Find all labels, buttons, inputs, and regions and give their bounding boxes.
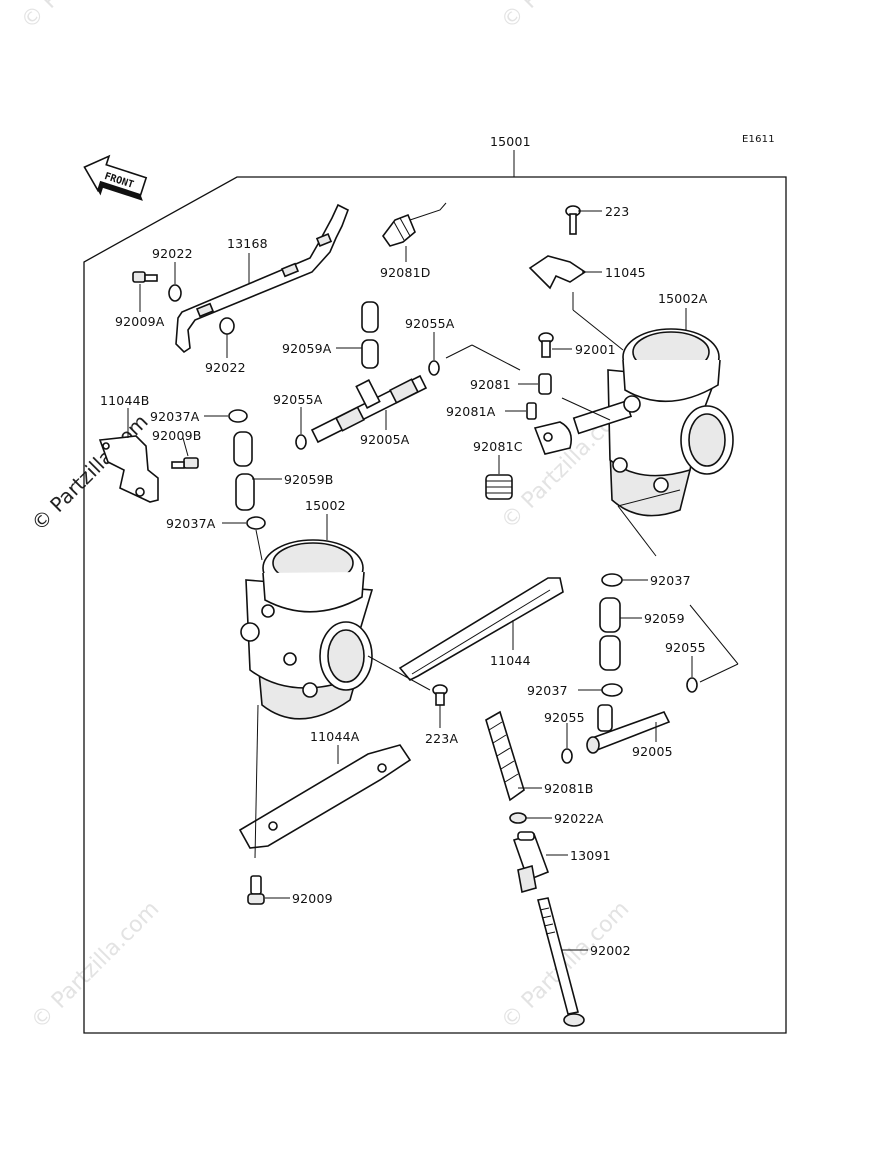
- spring-92081: [538, 373, 552, 395]
- tube-92059B: [233, 431, 255, 511]
- screw-92009: [247, 875, 265, 905]
- label-92059: 92059: [644, 611, 685, 626]
- watermark-bottom-left: © Partzilla.com: [27, 897, 165, 1035]
- label-92005: 92005: [632, 744, 673, 759]
- bar-11044: [398, 577, 564, 681]
- label-92081: 92081: [470, 377, 511, 392]
- label-11045: 11045: [605, 265, 646, 280]
- screw-223: [565, 205, 581, 235]
- watermarks: © Partzilla.com © Partzilla.com © Partzi…: [17, 0, 635, 1034]
- label-92022-bottom: 92022: [205, 360, 246, 375]
- link-plate-13168: [175, 203, 350, 354]
- label-92037A-bottom: 92037A: [166, 516, 216, 531]
- label-92037A-top: 92037A: [150, 409, 200, 424]
- label-92005A: 92005A: [360, 432, 410, 447]
- cap-92037-bottom: [601, 683, 623, 697]
- washer-92022-bottom: [219, 317, 235, 335]
- label-92055A-right: 92055A: [405, 316, 455, 331]
- holder-13091: [512, 831, 550, 894]
- bar-11044A: [238, 744, 412, 849]
- label-11044: 11044: [490, 653, 531, 668]
- label-92022A: 92022A: [554, 811, 604, 826]
- bracket-11044B: [98, 435, 159, 503]
- label-13091: 13091: [570, 848, 611, 863]
- fitting-92005: [586, 704, 671, 754]
- label-15002A: 15002A: [658, 291, 708, 306]
- tube-92059A: [361, 301, 379, 369]
- label-92037-top: 92037: [650, 573, 691, 588]
- label-15002: 15002: [305, 498, 346, 513]
- label-92055-left: 92055: [544, 710, 585, 725]
- screw-92001: [538, 332, 554, 358]
- label-11044B: 11044B: [100, 393, 150, 408]
- oring-92055-right: [686, 677, 698, 693]
- label-92081A: 92081A: [446, 404, 496, 419]
- tube-92059: [599, 597, 621, 671]
- watermark-top-left: © Partzilla.com: [17, 0, 155, 34]
- washer-92022A: [509, 812, 527, 824]
- assembly-label: 15001: [490, 134, 531, 149]
- diagram-id: E1611: [742, 134, 775, 145]
- spring-92081A: [526, 402, 537, 420]
- label-92009A: 92009A: [115, 314, 165, 329]
- label-92001: 92001: [575, 342, 616, 357]
- label-92059A: 92059A: [282, 341, 332, 356]
- label-223: 223: [605, 204, 629, 219]
- spring-92081B: [485, 710, 525, 802]
- label-13168: 13168: [227, 236, 268, 251]
- spring-92081C: [485, 474, 513, 500]
- label-223A: 223A: [425, 731, 458, 746]
- label-11044A: 11044A: [310, 729, 360, 744]
- assembly-box: [83, 176, 787, 1034]
- oring-92055A-right: [428, 360, 440, 376]
- screw-223A: [432, 684, 448, 706]
- carburetor-left-15002: [240, 539, 374, 720]
- oring-92055A-left: [295, 434, 307, 450]
- label-92002: 92002: [590, 943, 631, 958]
- carburetor-right-15002A: [533, 328, 734, 517]
- label-92081D: 92081D: [380, 265, 431, 280]
- screw-92002: [537, 897, 585, 1027]
- label-92055-right: 92055: [665, 640, 706, 655]
- label-92022-top: 92022: [152, 246, 193, 261]
- spring-92081D: [382, 202, 447, 247]
- label-92009B: 92009B: [152, 428, 202, 443]
- bracket-11045: [528, 255, 587, 290]
- label-92055A-left: 92055A: [273, 392, 323, 407]
- label-92081B: 92081B: [544, 781, 594, 796]
- cap-92037A-top: [228, 409, 248, 423]
- label-92037-bottom: 92037: [527, 683, 568, 698]
- oring-92055-left: [561, 748, 573, 764]
- front-arrow-icon: FRONT: [83, 154, 148, 201]
- label-92081C: 92081C: [473, 439, 523, 454]
- washer-92022-top: [168, 284, 182, 302]
- watermark-top-center: © Partzilla.com: [497, 0, 635, 34]
- fitting-92005A: [310, 374, 428, 444]
- cap-92037A-bottom: [246, 516, 266, 530]
- label-92009: 92009: [292, 891, 333, 906]
- label-92059B: 92059B: [284, 472, 334, 487]
- screw-92009B: [171, 457, 199, 469]
- cap-92037-top: [601, 573, 623, 587]
- screw-92009A: [132, 271, 158, 283]
